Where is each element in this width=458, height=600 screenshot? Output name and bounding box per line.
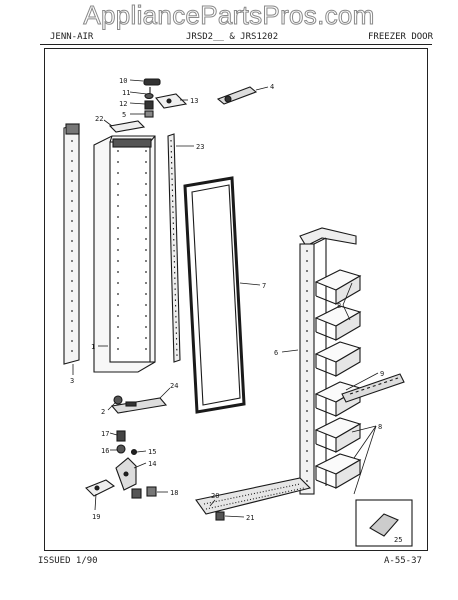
door-trim-left	[63, 123, 80, 365]
clips	[131, 486, 157, 499]
page-code: A-55-37	[384, 556, 422, 566]
issued-date: ISSUED 1/90	[38, 556, 98, 566]
callout-23: 23	[196, 143, 204, 151]
leader-lines	[72, 79, 379, 518]
callout-3: 3	[70, 377, 74, 385]
callout-5: 5	[122, 111, 126, 119]
shelf-bar	[341, 373, 405, 403]
bottom-hinge-pin	[116, 430, 138, 456]
callout-2: 2	[101, 408, 105, 416]
door-gasket-strip	[167, 133, 181, 363]
clip-inset	[355, 499, 413, 547]
top-hinge-hardware	[143, 78, 161, 118]
header-model: JRSD2__ & JRS1202	[186, 32, 279, 42]
callout-16: 16	[101, 447, 109, 455]
watermark: AppliancePartsPros.com	[83, 0, 375, 31]
callout-25: 25	[394, 536, 402, 544]
callout-4: 4	[270, 83, 274, 91]
door-handle	[195, 477, 312, 515]
callout-8-upper: 8	[337, 302, 341, 310]
callout-12: 12	[119, 100, 127, 108]
callout-24: 24	[170, 382, 178, 390]
diagram-frame	[44, 48, 428, 551]
callout-10: 10	[119, 77, 127, 85]
header-brand: JENN-AIR	[50, 32, 94, 42]
bottom-hinge	[85, 479, 116, 497]
callout-labels: 10 11 12 5 13 4 22 23 7 1 3 2 24 17 16 1…	[70, 77, 402, 544]
callout-11: 11	[122, 89, 130, 97]
door-shelf-frame	[299, 227, 357, 495]
top-bracket	[108, 120, 146, 133]
callout-20: 20	[211, 492, 219, 500]
callout-13: 13	[190, 97, 198, 105]
callout-14: 14	[148, 460, 156, 468]
callout-19: 19	[92, 513, 100, 521]
callout-15: 15	[148, 448, 156, 456]
callout-9: 9	[380, 370, 384, 378]
callout-21: 21	[246, 514, 254, 522]
callout-6: 6	[274, 349, 278, 357]
hinge-cam	[216, 86, 258, 105]
door-liner	[93, 135, 156, 373]
callout-7: 7	[262, 282, 266, 290]
handle-screw	[215, 511, 225, 521]
hinge-plate	[155, 93, 188, 109]
callout-17: 17	[101, 430, 109, 438]
door-gasket	[183, 176, 246, 414]
callout-18: 18	[170, 489, 178, 497]
header-section: FREEZER DOOR	[368, 32, 434, 42]
bottom-bracket	[110, 397, 168, 414]
header-rule	[40, 44, 432, 45]
callout-1: 1	[91, 343, 95, 351]
callout-8-lower: 8	[378, 423, 382, 431]
hinge-bracket	[115, 457, 137, 491]
callout-22: 22	[95, 115, 103, 123]
